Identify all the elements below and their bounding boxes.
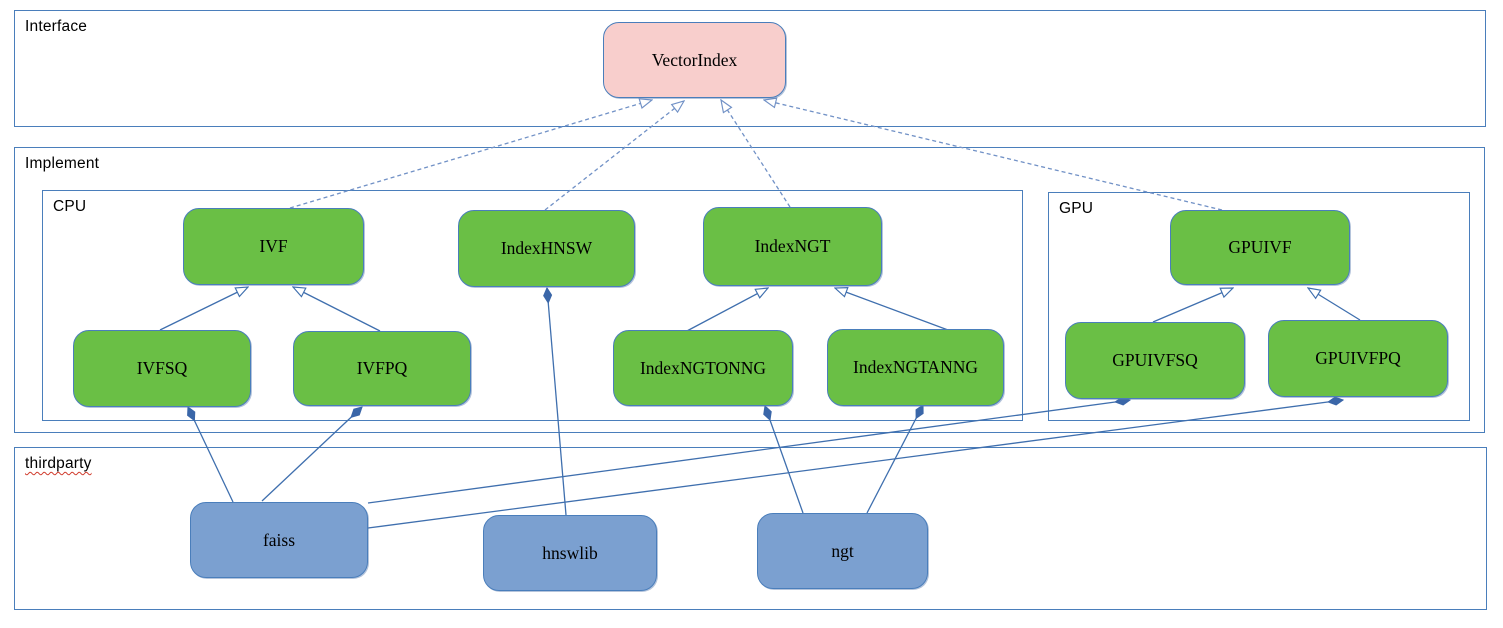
container-label-gpu: GPU — [1059, 200, 1094, 217]
container-label-implement: Implement — [25, 155, 100, 172]
edge-faiss-ivfpq — [261, 407, 362, 502]
edge-ivf-vectorindex — [289, 100, 652, 209]
container-implement[interactable]: Implement — [14, 147, 1485, 433]
edge-indexhnsw-vectorindex — [544, 101, 684, 211]
container-cpu[interactable]: CPU — [42, 190, 1023, 421]
edge-indexngt-vectorindex — [721, 100, 791, 208]
container-thirdparty[interactable]: thirdparty — [14, 447, 1487, 610]
edge-gpuivf-vectorindex — [764, 100, 1223, 211]
edge-indexngtanng-indexngt — [835, 288, 949, 331]
edge-faiss-gpuivfpq — [367, 400, 1343, 529]
edge-faiss-gpuivfsq — [367, 400, 1130, 504]
edge-ivfsq-ivf — [159, 287, 248, 331]
edge-faiss-ivfsq — [188, 407, 234, 503]
edge-gpuivfpq-gpuivf — [1308, 288, 1361, 321]
container-label-interface: Interface — [25, 18, 88, 35]
edge-ivfpq-ivf — [293, 287, 381, 332]
edge-hnswlib-indexhnsw — [547, 288, 567, 516]
container-gpu[interactable]: GPU — [1048, 192, 1470, 421]
edge-gpuivfsq-gpuivf — [1152, 288, 1233, 323]
container-interface[interactable]: Interface — [14, 10, 1486, 127]
container-label-cpu: CPU — [53, 198, 87, 215]
edge-ngt-indexngtonng — [765, 406, 804, 514]
container-label-thirdparty: thirdparty — [25, 455, 92, 472]
edge-indexngtonng-indexngt — [684, 288, 768, 333]
